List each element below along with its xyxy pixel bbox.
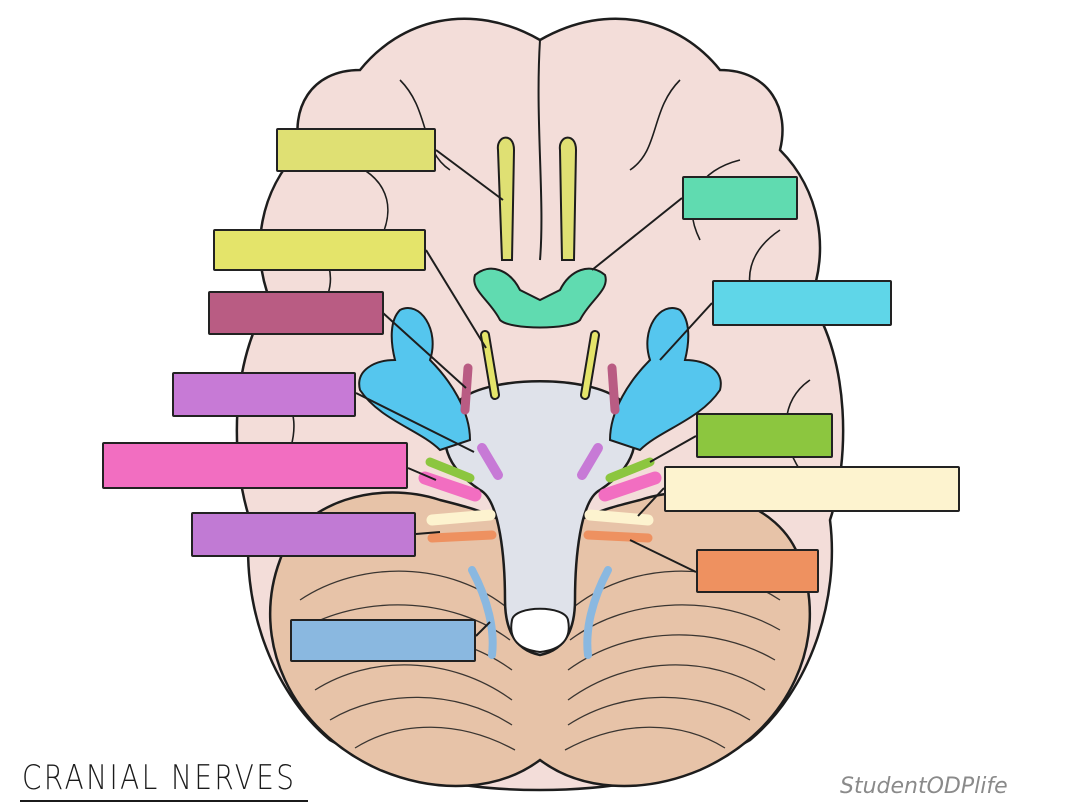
facial-nerve-left — [425, 457, 475, 483]
cerebellum-folia — [299, 570, 781, 751]
label-box-oculomotor[interactable] — [208, 291, 384, 335]
vestibulocochlear-nerve-right — [584, 509, 654, 526]
glossopharyngeal-nerve-right — [583, 530, 653, 543]
vestibulocochlear-nerve-left — [426, 509, 496, 526]
medulla-cross-section — [510, 607, 570, 654]
glossopharyngeal-nerve-left — [427, 530, 497, 543]
label-box-trigeminal[interactable] — [102, 442, 408, 489]
oculomotor-nerve-left — [460, 363, 473, 415]
hypoglossal-nerve-left — [468, 566, 497, 659]
label-box-accessory[interactable] — [682, 176, 798, 220]
olfactory-tract-left — [496, 136, 516, 261]
trochlear-nerve-right — [577, 443, 603, 480]
optic-chiasm — [473, 267, 607, 329]
label-box-hypoglossal[interactable] — [290, 619, 476, 662]
trochlear-nerve-left — [477, 443, 503, 480]
diagram-title: CRANIAL NERVES — [22, 758, 297, 798]
oculomotor-nerve-right — [607, 363, 620, 415]
facial-nerve-right — [605, 457, 655, 483]
trigeminal-nerve-left — [418, 471, 482, 502]
watermark: StudentODPlife — [840, 774, 1008, 799]
longitudinal-fissure — [537, 39, 543, 261]
label-box-optic[interactable] — [213, 229, 426, 271]
label-box-vagus[interactable] — [712, 280, 892, 326]
vessel-left — [358, 307, 472, 452]
optic-nerve-right-fill — [582, 332, 598, 398]
label-box-glossopharyngeal[interactable] — [696, 549, 819, 593]
trigeminal-nerve-right — [598, 471, 662, 502]
hypoglossal-nerve-right — [583, 566, 612, 659]
title-underline — [20, 800, 308, 802]
olfactory-tract-right — [558, 136, 578, 261]
optic-nerve-left-fill — [482, 332, 498, 398]
label-box-abducens[interactable] — [191, 512, 416, 557]
label-box-olfactory[interactable] — [276, 128, 436, 172]
vessel-right — [608, 307, 722, 452]
leader-lines — [355, 149, 713, 637]
label-box-vestibulocochlear[interactable] — [664, 466, 960, 512]
label-box-facial[interactable] — [696, 413, 833, 458]
label-box-trochlear[interactable] — [172, 372, 356, 417]
